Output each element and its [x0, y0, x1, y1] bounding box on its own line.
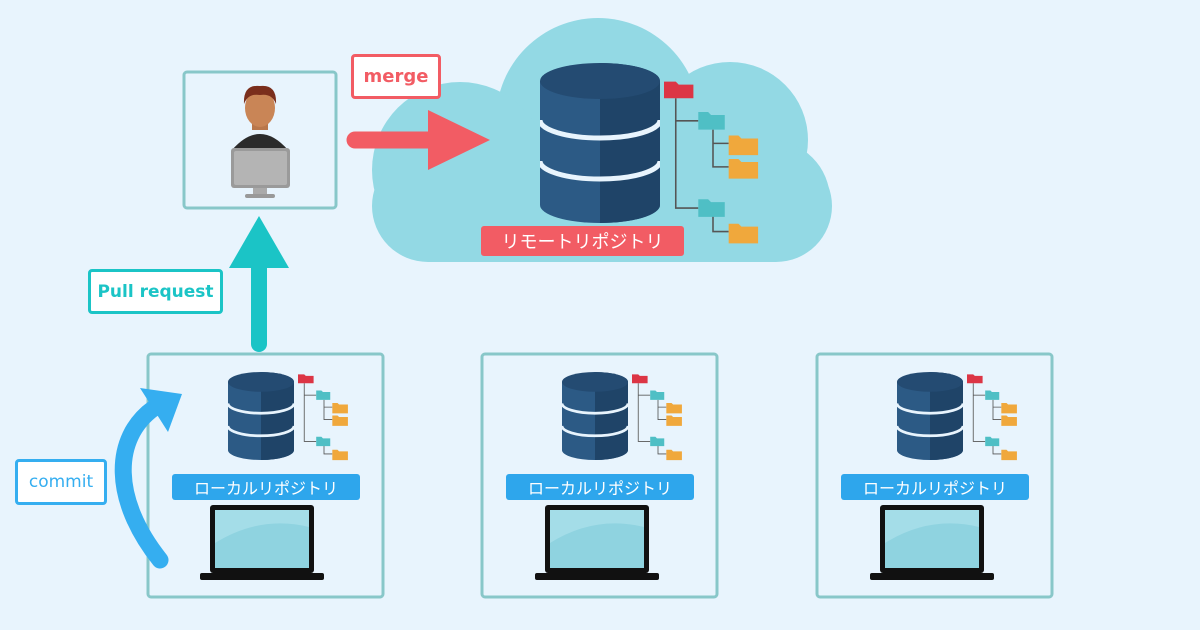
local-database-icon [228, 370, 294, 462]
pull-request-label: Pull request [88, 269, 223, 314]
laptop-icon [870, 505, 994, 580]
commit-arrow [114, 388, 182, 569]
local-repository-label: ローカルリポジトリ [506, 474, 694, 500]
merge-arrow [346, 110, 490, 170]
merge-label: merge [351, 54, 441, 99]
laptop-icon [535, 505, 659, 580]
local-database-icon [897, 370, 963, 462]
remote-database-icon [540, 63, 660, 223]
commit-label: commit [15, 459, 107, 505]
local-repository-label: ローカルリポジトリ [172, 474, 360, 500]
laptop-icon [200, 505, 324, 580]
developer-at-computer-icon [231, 85, 290, 198]
local-repository-label: ローカルリポジトリ [841, 474, 1029, 500]
local-database-icon [562, 370, 628, 462]
pull-request-arrow [229, 216, 289, 352]
remote-repository-label: リモートリポジトリ [481, 226, 684, 256]
